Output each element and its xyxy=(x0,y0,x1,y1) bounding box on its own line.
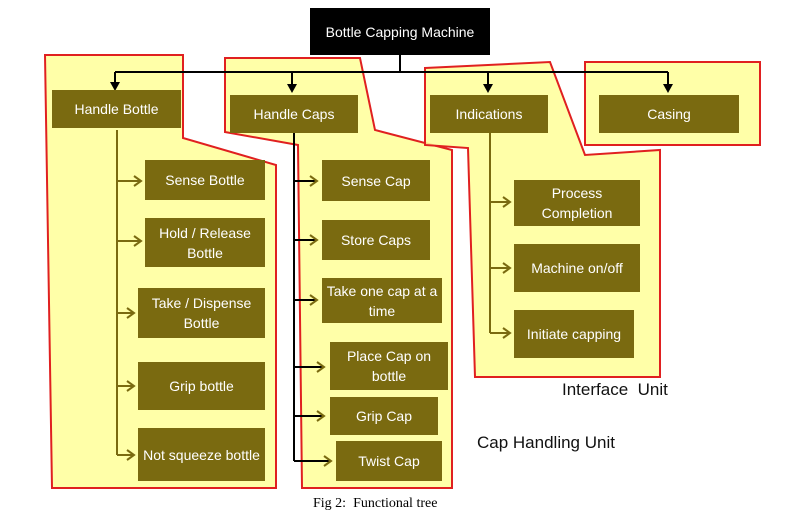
initiate-capping-label: Initiate capping xyxy=(526,326,622,342)
indications-arrowheads xyxy=(502,196,512,339)
hold-release-bottle-label: Hold / Release Bottle xyxy=(159,224,251,261)
figure-caption: Fig 2: Functional tree xyxy=(313,496,438,511)
place-cap-on-bottle-box: Place Cap on bottle xyxy=(330,342,448,390)
sense-bottle-box: Sense Bottle xyxy=(145,160,265,200)
indications-connectors xyxy=(489,132,509,334)
hold-release-bottle-box: Hold / Release Bottle xyxy=(145,218,265,267)
handle-caps-label: Handle Caps xyxy=(253,106,335,122)
grip-bottle-label: Grip bottle xyxy=(169,378,234,394)
not-squeeze-bottle-box: Not squeeze bottle xyxy=(138,428,265,481)
store-caps-box: Store Caps xyxy=(322,220,430,260)
take-dispense-bottle-box: Take / Dispense Bottle xyxy=(138,288,265,338)
twist-cap-label: Twist Cap xyxy=(358,453,420,469)
twist-cap-box: Twist Cap xyxy=(336,441,442,481)
take-one-cap-label: Take one cap at a time xyxy=(326,282,438,319)
sense-bottle-label: Sense Bottle xyxy=(165,172,245,188)
take-one-cap-box: Take one cap at a time xyxy=(322,278,442,323)
initiate-capping-box: Initiate capping xyxy=(514,310,634,358)
handle-caps-box: Handle Caps xyxy=(230,95,358,133)
main-arrowheads xyxy=(110,82,673,93)
machine-on-off-label: Machine on/off xyxy=(531,260,623,276)
sense-cap-label: Sense Cap xyxy=(341,172,411,189)
casing-box: Casing xyxy=(599,95,739,133)
grip-cap-box: Grip Cap xyxy=(330,397,438,435)
cap-handling-unit-label: Cap Handling Unit xyxy=(477,433,615,452)
machine-on-off-box: Machine on/off xyxy=(514,244,640,292)
place-cap-on-bottle-label: Place Cap on bottle xyxy=(346,348,432,384)
root-label: Bottle Capping Machine xyxy=(325,23,475,40)
handle-bottle-label: Handle Bottle xyxy=(74,101,159,117)
process-completion-label: Process Completion xyxy=(541,185,613,221)
process-completion-box: Process Completion xyxy=(514,180,640,226)
sense-cap-box: Sense Cap xyxy=(322,160,430,201)
indications-box: Indications xyxy=(430,95,548,133)
store-caps-label: Store Caps xyxy=(340,232,412,248)
handle-bottle-arrowheads xyxy=(126,175,143,461)
handle-caps-connectors xyxy=(293,132,330,462)
handle-bottle-box: Handle Bottle xyxy=(52,90,181,128)
indications-label: Indications xyxy=(455,106,523,122)
take-dispense-bottle-label: Take / Dispense Bottle xyxy=(151,295,252,331)
casing-label: Casing xyxy=(647,106,691,122)
grip-cap-label: Grip Cap xyxy=(355,408,413,424)
not-squeeze-bottle-label: Not squeeze bottle xyxy=(143,446,260,463)
handle-bottle-connectors xyxy=(116,130,140,456)
interface-unit-label: Interface Unit xyxy=(562,380,668,399)
grip-bottle-box: Grip bottle xyxy=(138,362,265,410)
handle-caps-arrowheads xyxy=(309,175,333,467)
root-box: Bottle Capping Machine xyxy=(310,8,490,55)
